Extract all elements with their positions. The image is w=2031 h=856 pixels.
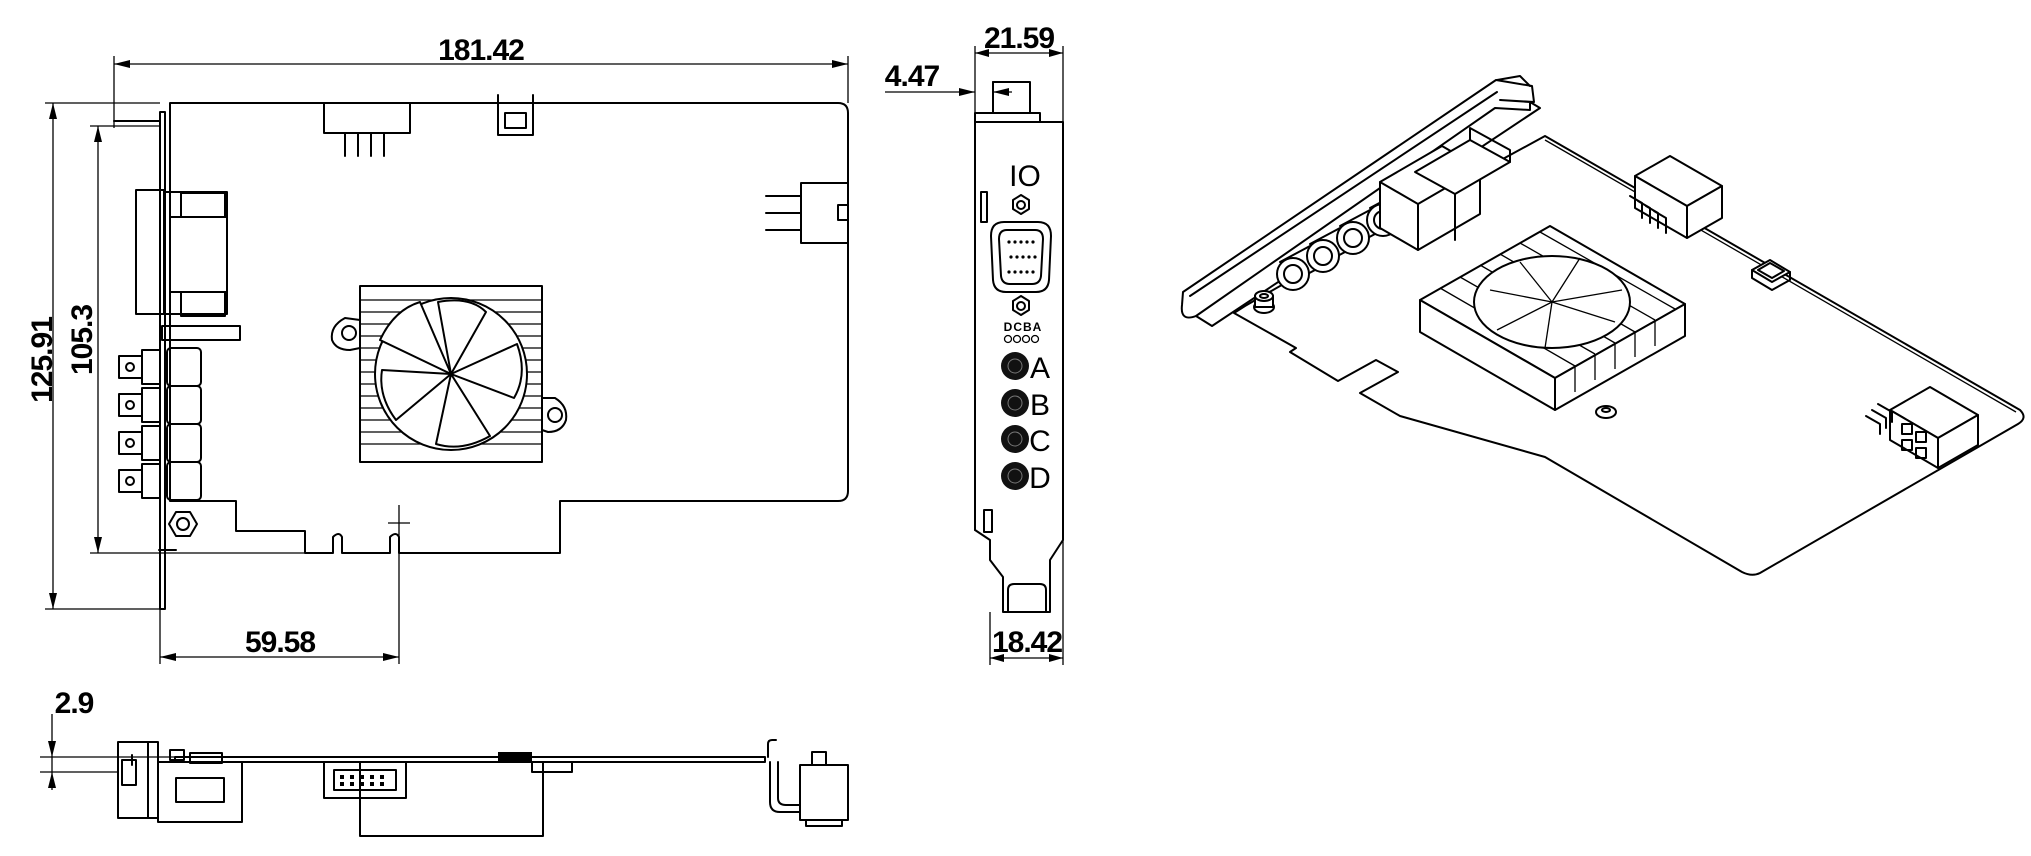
sma-connectors-iso	[1276, 191, 1421, 291]
bracket-height-value: 125.91	[26, 317, 59, 403]
svg-text:B: B	[1030, 389, 1050, 422]
heatsink-side	[359, 761, 544, 837]
micro-usb-iso	[1751, 259, 1791, 291]
sma-port-d: D	[1001, 462, 1051, 495]
led-labels: DCBA	[1004, 320, 1043, 334]
bracket-view: IO DCBA A	[885, 22, 1064, 665]
dim-bracket-width-bottom: 18.42	[989, 540, 1064, 665]
bracket-offset-value: 4.47	[885, 60, 940, 93]
fan-icon	[379, 299, 523, 448]
led-indicators	[1003, 334, 1040, 344]
bracket-screw	[168, 511, 198, 537]
heatsink-top	[330, 285, 568, 463]
bracket-plate	[974, 112, 1041, 123]
svg-text:A: A	[1030, 352, 1050, 385]
top-view: 181.42 125.91 105.3 59.58	[26, 34, 849, 664]
board-length-value: 181.42	[438, 34, 524, 67]
dim-bracket-height: 125.91	[26, 102, 165, 610]
isometric-view	[1180, 75, 2025, 576]
pin-header-iso	[1629, 155, 1723, 239]
sma-port-a: A	[1001, 352, 1050, 385]
power-connector-iso	[1865, 386, 1979, 469]
dim-board-length: 181.42	[113, 34, 849, 128]
svg-text:C: C	[1029, 425, 1051, 458]
dim-bracket-thickness: 2.9	[40, 687, 175, 790]
dim-bracket-offset: 4.47	[885, 60, 1012, 96]
fan-iso-icon	[1489, 257, 1623, 349]
finger-offset-value: 59.58	[245, 626, 315, 659]
bracket-width-top-value: 21.59	[984, 22, 1054, 55]
pin-header-side	[323, 761, 407, 799]
pcb-outline	[169, 102, 849, 554]
dim-bracket-width-top: 21.59	[974, 22, 1064, 122]
side-view: 2.9	[40, 687, 849, 837]
pcb-iso	[1233, 135, 2025, 576]
svg-text:D: D	[1029, 462, 1051, 495]
vga-connector-top	[135, 189, 241, 341]
board-height-value: 105.3	[66, 305, 99, 375]
sma-connectors-top	[118, 347, 202, 501]
heatsink-iso	[1419, 225, 1686, 419]
power-connector-top	[765, 182, 849, 244]
micro-usb-top	[497, 94, 534, 136]
power-connector-side	[767, 739, 849, 827]
dim-board-height: 105.3	[66, 125, 333, 554]
dim-finger-offset: 59.58	[159, 505, 410, 664]
io-label: IO	[1009, 160, 1041, 193]
sma-port-b: B	[1001, 389, 1050, 422]
pin-header-top	[323, 102, 411, 157]
vga-port-icon	[990, 194, 1052, 316]
screw-iso	[1253, 290, 1275, 314]
sma-port-c: C	[1001, 425, 1051, 458]
bracket-thickness-value: 2.9	[55, 687, 94, 720]
vga-connector-iso	[1379, 127, 1511, 251]
bracket-width-bottom-value: 18.42	[992, 626, 1062, 659]
